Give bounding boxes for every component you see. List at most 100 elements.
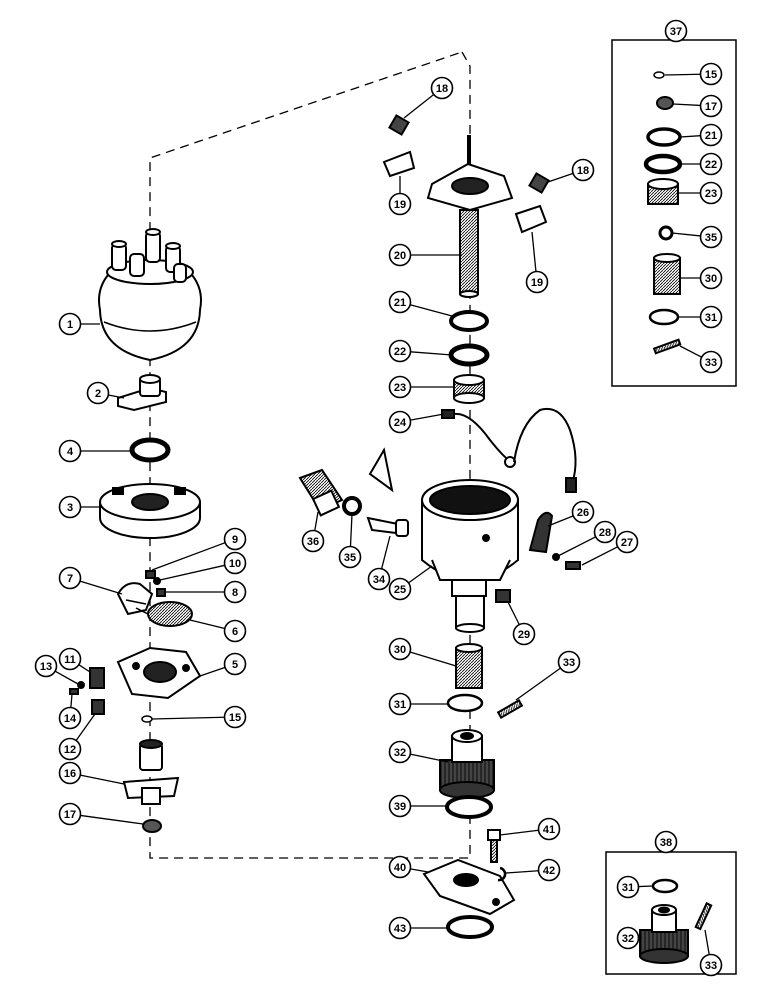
callout-7: 7 (58, 566, 82, 590)
callout-circle (388, 339, 412, 363)
callout-22: 22 (388, 339, 412, 363)
callout-circle (223, 527, 247, 551)
callout-circle (699, 350, 723, 374)
leader-line-35 (671, 232, 701, 237)
callout-10: 10 (223, 551, 247, 575)
kit37-clip (653, 71, 665, 79)
callout-12: 12 (58, 737, 82, 761)
o-ring (446, 915, 494, 939)
callout-41: 41 (537, 817, 561, 841)
leader-line-18 (403, 93, 435, 119)
kit37-pin (652, 338, 682, 355)
callout-number: 17 (705, 101, 717, 113)
callout-number: 24 (394, 417, 407, 429)
terminal-screw (69, 688, 79, 695)
callout-circle (388, 375, 412, 399)
roll-pin (496, 699, 524, 719)
callout-number: 32 (622, 933, 634, 945)
callout-number: 31 (622, 882, 634, 894)
callout-number: 10 (229, 558, 241, 570)
kit-37-box (611, 39, 737, 387)
callout-25: 25 (388, 577, 412, 601)
leader-line-2 (108, 394, 125, 399)
callout-number: 15 (229, 712, 241, 724)
callout-circle (557, 650, 581, 674)
callout-number: 36 (307, 536, 319, 548)
callout-5: 5 (223, 652, 247, 676)
terminal-nut (77, 681, 85, 689)
callout-4: 4 (58, 439, 82, 463)
callout-number: 35 (705, 232, 717, 244)
callout-number: 7 (67, 573, 73, 585)
callout-circle (388, 916, 412, 940)
callout-number: 11 (64, 654, 76, 666)
callout-42: 42 (537, 858, 561, 882)
callout-number: 22 (705, 159, 717, 171)
callout-circle (223, 580, 247, 604)
leader-line-7 (79, 580, 123, 595)
leader-line-14 (70, 693, 73, 708)
callout-circle (388, 855, 412, 879)
leader-line-22 (410, 351, 453, 356)
leader-line-17 (80, 814, 144, 825)
shaft-housing (122, 739, 180, 805)
kit37-washer-b (643, 153, 683, 175)
callout-number: 21 (394, 297, 406, 309)
callout-circle (301, 529, 325, 553)
callout-circle (388, 637, 412, 661)
callout-circle (86, 381, 110, 405)
leader-line-16 (80, 774, 125, 785)
ground-wire (441, 408, 577, 493)
kit38-washer (651, 878, 679, 894)
callout-circle (58, 761, 82, 785)
leader-line-11 (78, 664, 91, 673)
kit37-ring (658, 225, 674, 241)
weight-spring-left (388, 114, 410, 136)
callout-43: 43 (388, 916, 412, 940)
callout-number: 33 (705, 357, 717, 369)
callout-circle (58, 566, 82, 590)
callout-6: 6 (223, 619, 247, 643)
breaker-washer (153, 577, 161, 585)
callout-38: 38 (654, 830, 678, 854)
mounting-flange (422, 858, 516, 916)
callout-33: 33 (699, 953, 723, 977)
callout-circle (223, 551, 247, 575)
leader-line-15 (664, 73, 701, 76)
breaker-plate (116, 646, 202, 700)
callout-number: 39 (394, 801, 406, 813)
callout-35: 35 (338, 545, 362, 569)
leader-line-30 (409, 651, 457, 667)
callout-circle (616, 926, 640, 950)
leader-line-21 (679, 135, 701, 138)
callout-circle (699, 225, 723, 249)
callout-circle (699, 953, 723, 977)
leader-line-24 (410, 413, 445, 421)
leader-line-12 (75, 713, 96, 741)
callout-number: 34 (373, 574, 386, 586)
callout-3: 3 (58, 495, 82, 519)
callout-circle (388, 577, 412, 601)
callout-23: 23 (699, 181, 723, 205)
callout-14: 14 (58, 706, 82, 730)
leader-line-21 (409, 304, 453, 317)
callout-21: 21 (699, 123, 723, 147)
drive-sleeve (455, 643, 483, 689)
callout-circle (388, 410, 412, 434)
kit37-sleeve (653, 253, 681, 295)
callout-32: 32 (388, 740, 412, 764)
weight-spring-right (528, 172, 550, 194)
breaker-points (116, 582, 154, 616)
callout-1: 1 (58, 312, 82, 336)
callout-32: 32 (616, 926, 640, 950)
callout-circle (388, 290, 412, 314)
leader-line-33 (704, 929, 710, 955)
leader-line-34 (380, 535, 391, 569)
callout-number: 25 (394, 584, 406, 596)
callout-number: 30 (394, 644, 406, 656)
distributor-housing (421, 479, 519, 633)
callout-number: 21 (705, 130, 717, 142)
callout-30: 30 (388, 637, 412, 661)
leader-line-19 (531, 231, 537, 272)
